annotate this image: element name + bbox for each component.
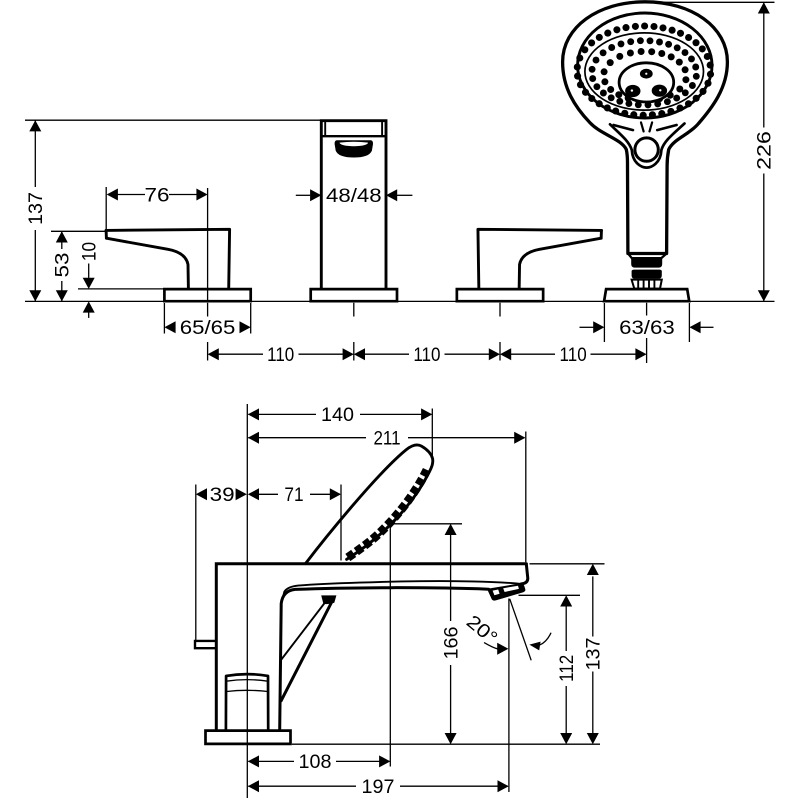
svg-text:211: 211 [373, 429, 400, 450]
svg-text:76: 76 [145, 185, 170, 206]
svg-text:197: 197 [362, 777, 395, 798]
svg-text:137: 137 [584, 638, 605, 671]
svg-text:110: 110 [267, 345, 294, 366]
svg-text:39: 39 [210, 485, 235, 506]
svg-text:166: 166 [441, 627, 462, 660]
svg-text:140: 140 [321, 405, 354, 426]
svg-text:110: 110 [413, 345, 440, 366]
svg-text:65/65: 65/65 [180, 318, 236, 339]
svg-text:53: 53 [53, 253, 74, 278]
svg-text:110: 110 [560, 345, 587, 366]
svg-text:71: 71 [284, 485, 303, 506]
svg-text:137: 137 [26, 192, 47, 225]
svg-text:10: 10 [80, 242, 101, 261]
svg-text:108: 108 [299, 752, 332, 773]
svg-text:226: 226 [755, 131, 776, 170]
svg-text:63/63: 63/63 [619, 318, 675, 339]
svg-text:112: 112 [557, 655, 578, 682]
svg-text:48/48: 48/48 [326, 186, 382, 207]
